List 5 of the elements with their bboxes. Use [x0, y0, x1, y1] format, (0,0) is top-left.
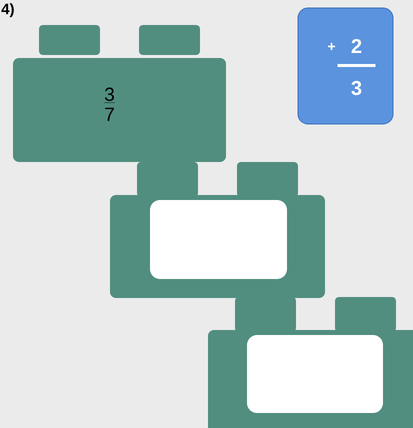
fraction-card: + 2 3: [298, 8, 394, 124]
answer-box: [247, 335, 383, 413]
answer-box: [150, 200, 287, 279]
question-number: 4): [1, 3, 14, 18]
brick: 3 7: [13, 25, 226, 162]
